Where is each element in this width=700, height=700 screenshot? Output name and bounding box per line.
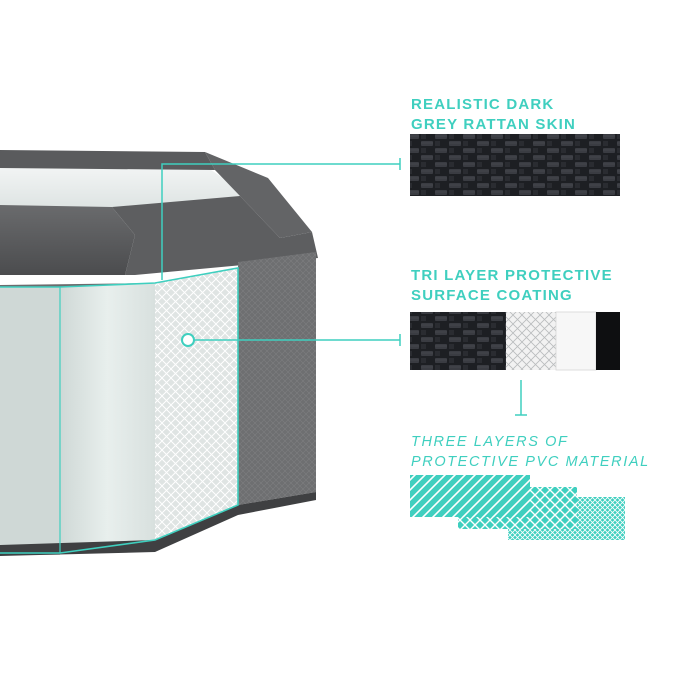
pvc-layers-label-line1: THREE LAYERS OF	[411, 434, 569, 450]
rattan-skin-label: REALISTIC DARK GREY RATTAN SKIN	[411, 95, 576, 135]
tub-rim-front-face	[112, 196, 318, 275]
rattan-swatch	[410, 134, 620, 196]
surface-coating-label: TRI LAYER PROTECTIVE SURFACE COATING	[411, 266, 613, 306]
tub-mesh-layer	[155, 268, 238, 540]
coating-layer-mesh	[506, 312, 556, 370]
pvc-layers-label: THREE LAYERS OF PROTECTIVE PVC MATERIAL	[411, 432, 650, 472]
pvc-layers-graphic	[410, 475, 625, 540]
pvc-callout-leader	[515, 380, 527, 416]
surface-coating-label-line1: TRI LAYER PROTECTIVE	[411, 267, 613, 284]
coating-layer-white	[556, 312, 596, 370]
coating-swatch	[410, 311, 620, 371]
surface-coating-label-line2: SURFACE COATING	[411, 287, 573, 304]
tub-liner-inner	[60, 283, 155, 553]
tub-bottom-rim	[0, 492, 316, 556]
tub-liner-layer	[0, 287, 60, 555]
rattan-skin-label-line2: GREY RATTAN SKIN	[411, 116, 577, 133]
tub-inner-surface	[0, 163, 250, 210]
rattan-skin-label-line1: REALISTIC DARK	[411, 96, 555, 113]
pvc-layers-label-line2: PROTECTIVE PVC MATERIAL	[411, 454, 650, 470]
coating-callout-dot	[181, 333, 195, 347]
rattan-callout-leader	[161, 158, 401, 280]
tub-wall-right	[238, 252, 316, 505]
coating-layer-black	[596, 312, 620, 370]
tub-rim-left	[0, 150, 215, 170]
tub-rim-corner	[205, 152, 312, 238]
coating-callout-leader	[181, 333, 401, 347]
pvc-layer-1	[410, 475, 530, 517]
coating-layer-rattan	[410, 312, 506, 370]
hot-tub-cutaway	[0, 150, 318, 556]
tub-rim-front	[0, 205, 135, 275]
